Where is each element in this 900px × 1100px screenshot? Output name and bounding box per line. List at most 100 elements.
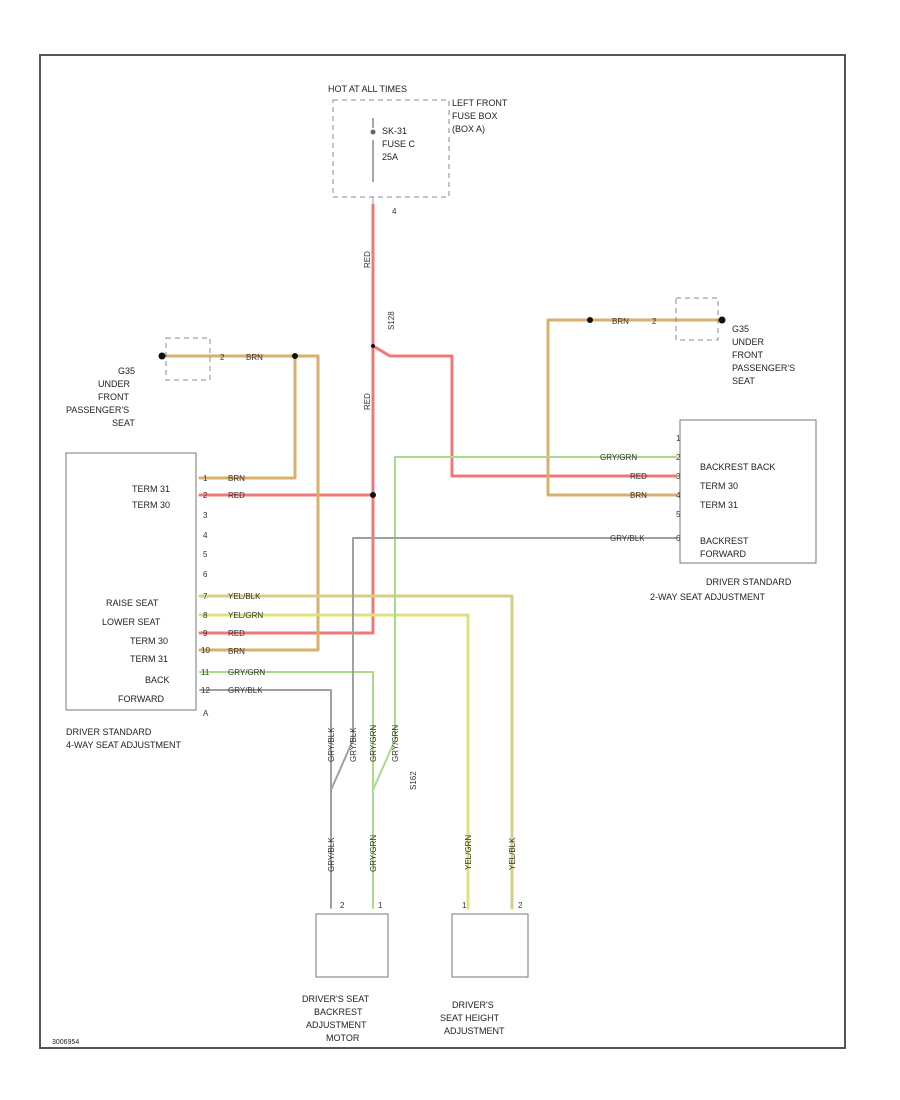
fuse-pin-label: 4: [392, 207, 397, 216]
footer-code: 3006954: [52, 1039, 79, 1046]
wire-labels: RED RED RED RED RED BRN BRN BRN BRN BRN …: [228, 251, 647, 872]
svg-text:DRIVER'S SEAT: DRIVER'S SEAT: [302, 994, 370, 1004]
svg-text:YEL/BLK: YEL/BLK: [508, 837, 517, 870]
diagram-frame: [39, 54, 846, 1049]
wire-gry-grn-left: [199, 671, 374, 909]
svg-text:12: 12: [201, 686, 210, 695]
svg-text:2: 2: [220, 353, 225, 362]
motor-backrest-pin-2: 2: [340, 901, 345, 910]
wire-gry-blk-right: [330, 537, 677, 791]
svg-text:GRY/BLK: GRY/BLK: [327, 727, 336, 762]
svg-text:FRONT: FRONT: [732, 350, 763, 360]
svg-text:BRN: BRN: [630, 491, 647, 500]
svg-text:YEL/GRN: YEL/GRN: [228, 611, 263, 620]
svg-text:9: 9: [203, 629, 208, 638]
wire-brn-right-ground: [546, 318, 724, 497]
svg-text:4: 4: [203, 531, 208, 540]
svg-text:SEAT HEIGHT: SEAT HEIGHT: [440, 1013, 500, 1023]
svg-text:SK-31: SK-31: [382, 126, 407, 136]
ground-left: G35 UNDER FRONT PASSENGER'S SEAT 2: [66, 337, 225, 428]
svg-text:MOTOR: MOTOR: [326, 1033, 360, 1043]
svg-text:GRY/BLK: GRY/BLK: [228, 686, 263, 695]
svg-text:RED: RED: [228, 629, 245, 638]
left-module-box: [65, 452, 197, 711]
svg-text:YEL/GRN: YEL/GRN: [464, 835, 473, 870]
svg-text:BACK: BACK: [145, 675, 170, 685]
motor-backrest-box: [315, 913, 389, 978]
svg-text:1: 1: [676, 434, 681, 443]
splice-s162-label: S162: [409, 771, 418, 790]
wire-yel-grn: [198, 613, 470, 910]
motor-height-label: DRIVER'S SEAT HEIGHT ADJUSTMENT: [440, 1000, 505, 1036]
svg-text:GRY/GRN: GRY/GRN: [228, 668, 265, 677]
motor-backrest-pin-1: 1: [378, 901, 383, 910]
svg-text:25A: 25A: [382, 152, 398, 162]
ground-right: G35 UNDER FRONT PASSENGER'S SEAT 2: [652, 297, 795, 386]
splice-dot-brn-left: [292, 353, 298, 359]
svg-text:6: 6: [203, 570, 208, 579]
svg-text:BACKREST BACK: BACKREST BACK: [700, 462, 775, 472]
svg-text:RED: RED: [363, 251, 372, 268]
fuse-label: SK-31 FUSE C 25A: [382, 126, 416, 162]
right-module-pins: 1 2 3 4 5 6: [676, 434, 681, 543]
svg-text:LOWER SEAT: LOWER SEAT: [102, 617, 161, 627]
wire-red-branch-right: [371, 344, 678, 478]
motor-height-pin-2: 2: [518, 901, 523, 910]
ground-right-id: G35: [732, 324, 749, 334]
svg-text:RED: RED: [363, 393, 372, 410]
wire-red-trunk: [198, 203, 375, 635]
svg-text:GRY/BLK: GRY/BLK: [349, 727, 358, 762]
svg-text:FUSE C: FUSE C: [382, 139, 416, 149]
motor-height-box: [451, 913, 529, 978]
svg-text:BACKREST: BACKREST: [314, 1007, 363, 1017]
svg-text:BRN: BRN: [228, 647, 245, 656]
ground-right-icon: [718, 316, 726, 324]
svg-text:2: 2: [652, 317, 657, 326]
wire-gry-blk-left: [199, 689, 332, 909]
fuse-terminal-icon: [370, 129, 376, 135]
fuse-box-outline: [332, 99, 450, 198]
wire-yel-blk: [198, 594, 514, 910]
svg-text:TERM 30: TERM 30: [700, 481, 738, 491]
svg-text:4-WAY SEAT ADJUSTMENT: 4-WAY SEAT ADJUSTMENT: [66, 740, 182, 750]
svg-text:A: A: [203, 709, 209, 718]
svg-text:3: 3: [203, 511, 208, 520]
ground-left-id: G35: [118, 366, 135, 376]
wire-brn-left-ground: [160, 354, 320, 652]
wire-brn-term31: [198, 354, 297, 480]
svg-text:SEAT: SEAT: [112, 418, 135, 428]
svg-text:FORWARD: FORWARD: [700, 549, 746, 559]
svg-text:BACKREST: BACKREST: [700, 536, 749, 546]
svg-text:TERM 30: TERM 30: [132, 500, 170, 510]
svg-text:SEAT: SEAT: [732, 376, 755, 386]
svg-text:PASSENGER'S: PASSENGER'S: [732, 363, 795, 373]
svg-text:GRY/GRN: GRY/GRN: [369, 835, 378, 872]
svg-text:5: 5: [203, 550, 208, 559]
svg-text:PASSENGER'S: PASSENGER'S: [66, 405, 129, 415]
splice-s128-label: S128: [387, 311, 396, 330]
svg-text:7: 7: [203, 592, 208, 601]
svg-text:TERM 31: TERM 31: [700, 500, 738, 510]
svg-text:TERM 30: TERM 30: [130, 636, 168, 646]
svg-text:YEL/BLK: YEL/BLK: [228, 592, 261, 601]
splice-dot-s128: [371, 344, 375, 348]
svg-text:GRY/GRN: GRY/GRN: [600, 453, 637, 462]
svg-text:DRIVER STANDARD: DRIVER STANDARD: [66, 727, 152, 737]
svg-text:2: 2: [203, 491, 208, 500]
svg-text:3: 3: [676, 472, 681, 481]
left-module-title: DRIVER STANDARD 4-WAY SEAT ADJUSTMENT: [66, 727, 182, 750]
svg-text:ADJUSTMENT: ADJUSTMENT: [444, 1026, 505, 1036]
motor-backrest-label: DRIVER'S SEAT BACKREST ADJUSTMENT MOTOR: [302, 994, 370, 1043]
svg-text:5: 5: [676, 510, 681, 519]
wire-gry-grn-right: [372, 456, 677, 791]
right-module-title: DRIVER STANDARD 2-WAY SEAT ADJUSTMENT: [650, 577, 792, 602]
svg-text:FRONT: FRONT: [98, 392, 129, 402]
right-module-box: [679, 419, 817, 564]
svg-text:GRY/BLK: GRY/BLK: [327, 837, 336, 872]
svg-text:DRIVER'S: DRIVER'S: [452, 1000, 494, 1010]
svg-text:UNDER: UNDER: [98, 379, 131, 389]
svg-text:ADJUSTMENT: ADJUSTMENT: [306, 1020, 367, 1030]
right-module-functions: BACKREST BACK TERM 30 TERM 31 BACKREST F…: [700, 462, 775, 559]
svg-text:UNDER: UNDER: [732, 337, 765, 347]
